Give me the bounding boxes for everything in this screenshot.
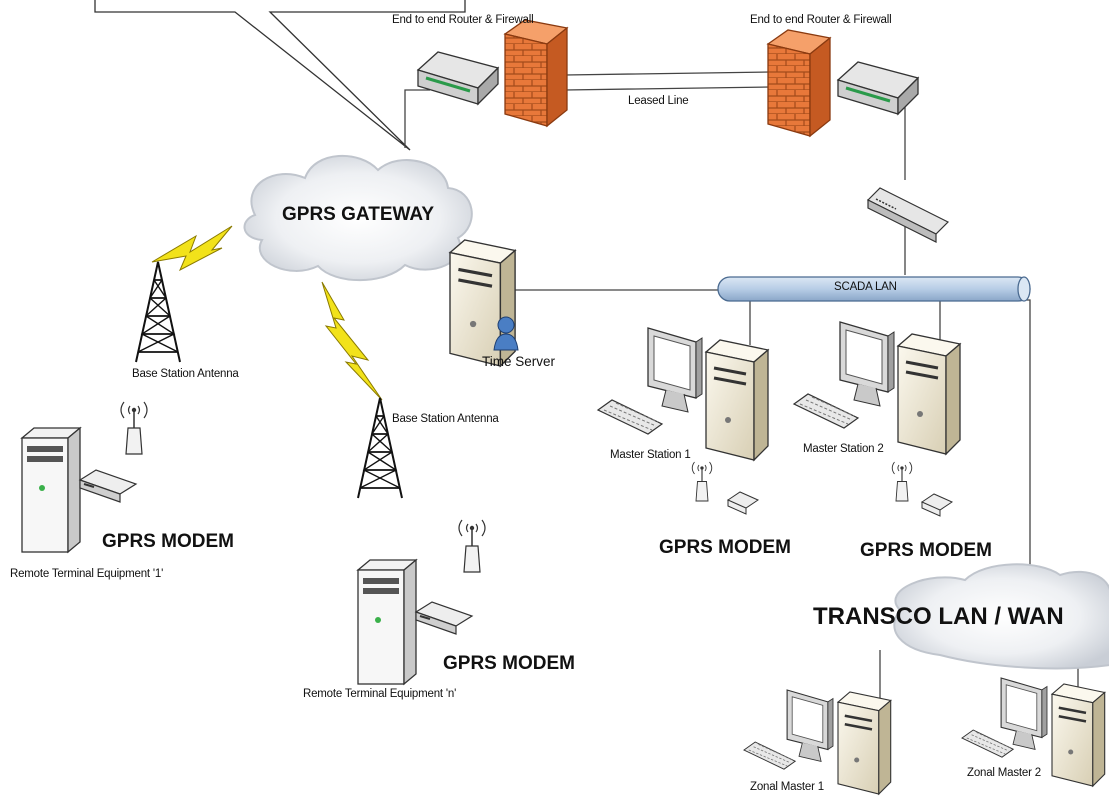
- base-station-tower-1: [135, 261, 181, 363]
- modem-ms2-icon: [891, 461, 954, 517]
- gprs-gateway-label: GPRS GATEWAY: [282, 204, 435, 225]
- modem-rte1-label: GPRS MODEM: [102, 531, 234, 552]
- router-left-label: End to end Router & Firewall: [392, 14, 534, 26]
- modem-rten-label: GPRS MODEM: [443, 653, 575, 674]
- callout-box: [94, 0, 466, 151]
- rte-n-label: Remote Terminal Equipment 'n': [303, 688, 457, 700]
- scada-lan-label: SCADA LAN: [834, 281, 897, 293]
- connection-lines: [404, 89, 1079, 700]
- scada-lan-bus: [717, 276, 1031, 302]
- firewall-right-icon: [767, 29, 831, 137]
- zonal-master-2-label: Zonal Master 2: [967, 767, 1041, 779]
- master-station-1-label: Master Station 1: [610, 449, 691, 461]
- time-server-icon: [448, 238, 519, 368]
- zonal-master-1-label: Zonal Master 1: [750, 781, 824, 793]
- master-station-1: [597, 327, 770, 462]
- lightning-bolt-1: [151, 225, 233, 272]
- modem-ms1-icon: [691, 461, 760, 515]
- time-server-label: Time Server: [482, 354, 556, 369]
- router-right-label: End to end Router & Firewall: [750, 14, 892, 26]
- router-right-icon: [836, 60, 920, 116]
- master-station-2: [793, 321, 962, 456]
- master-station-2-label: Master Station 2: [803, 443, 884, 455]
- rte-1-label: Remote Terminal Equipment '1': [10, 568, 164, 580]
- zonal-master-1: [743, 689, 892, 796]
- lightning-bolt-2: [321, 281, 383, 401]
- router-left-icon: [416, 50, 500, 106]
- firewall-left-icon: [504, 19, 568, 127]
- transco-cloud: [893, 563, 1109, 670]
- modem-ms2-label: GPRS MODEM: [860, 540, 992, 561]
- transco-label: TRANSCO LAN / WAN: [813, 603, 1064, 630]
- remote-terminal-1: [21, 401, 148, 553]
- base-station-2-label: Base Station Antenna: [392, 413, 499, 425]
- leased-line: [564, 71, 771, 91]
- leased-line-label: Leased Line: [628, 95, 689, 107]
- base-station-1-label: Base Station Antenna: [132, 368, 239, 380]
- switch-icon: [866, 187, 950, 243]
- modem-ms1-label: GPRS MODEM: [659, 537, 791, 558]
- gprs-gateway-cloud: [243, 154, 473, 282]
